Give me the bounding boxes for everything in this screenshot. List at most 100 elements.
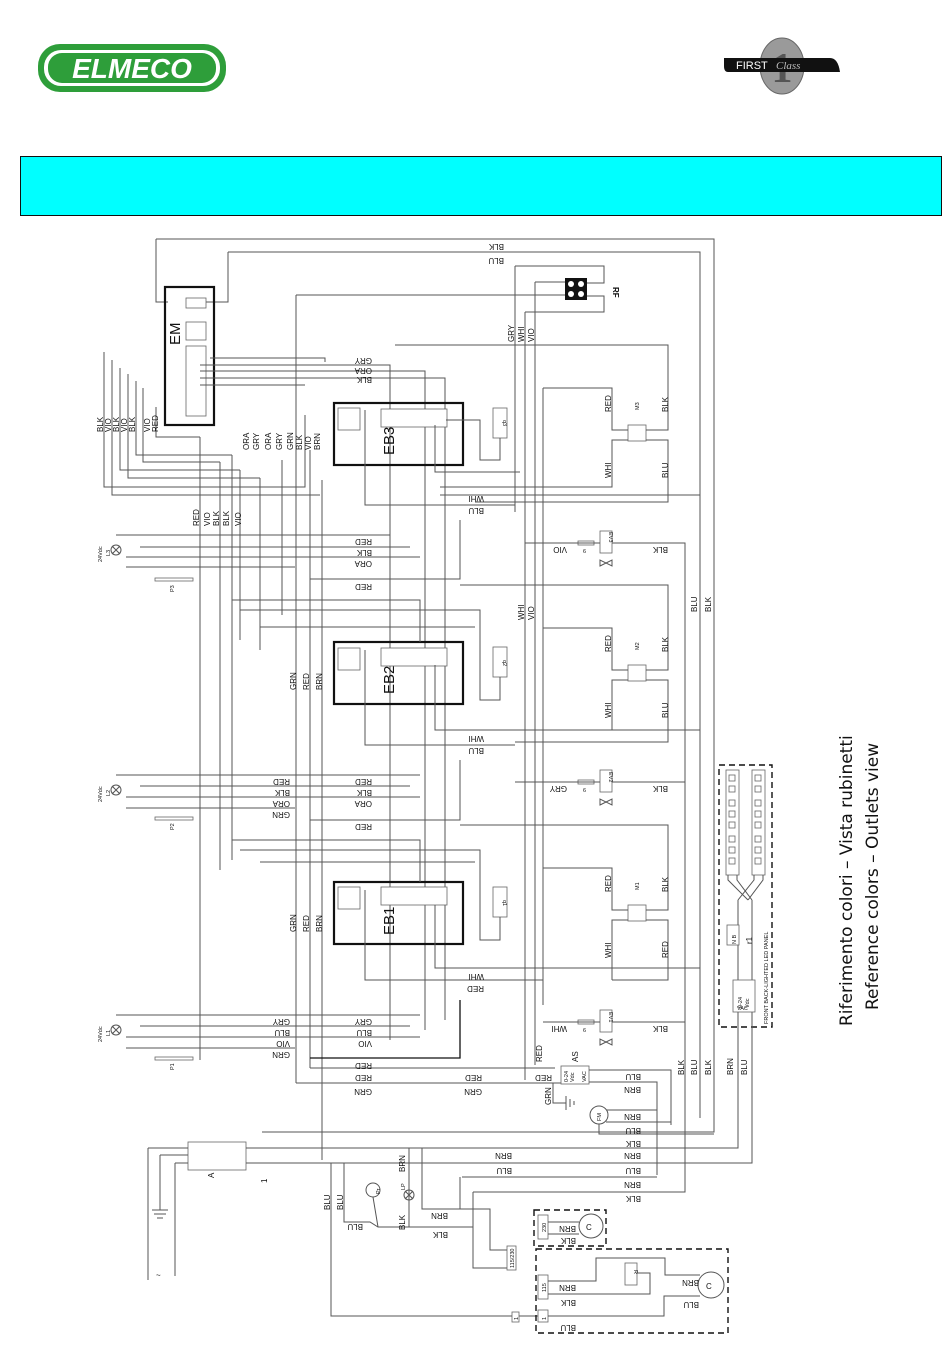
svg-text:BLU: BLU [336,1194,345,1210]
svg-text:Vdc: Vdc [570,1072,576,1082]
r-relay: R [624,1262,638,1286]
svg-text:Riferimento colori – Vista rub: Riferimento colori – Vista rubinetti [837,735,857,1026]
svg-text:P2: P2 [170,823,176,830]
elmeco-logo: ELMECO [38,44,226,92]
svg-text:BLK: BLK [661,876,670,892]
svg-text:24Vdc: 24Vdc [98,546,104,562]
svg-text:BLU: BLU [323,1194,332,1210]
svg-text:ORA: ORA [354,559,372,568]
svg-text:RED: RED [302,915,311,932]
led-panel-box [718,764,773,1028]
svg-text:BRN: BRN [313,433,322,450]
svg-text:BLU: BLU [661,462,670,478]
svg-text:WHI: WHI [468,494,484,503]
eb2-board: EB2 [332,640,465,706]
svg-text:BLK: BLK [652,1024,668,1033]
svg-text:VIO: VIO [120,418,129,432]
led-square [754,810,762,818]
led-square [728,799,736,807]
q3-sensor: q3 [492,407,508,439]
svg-text:BLK: BLK [356,788,372,797]
svg-text:ORA: ORA [354,366,372,375]
svg-text:RED: RED [604,635,613,652]
svg-text:BLK: BLK [212,510,221,526]
svg-text:BLU: BLU [496,1166,512,1175]
svg-text:M2: M2 [635,642,641,650]
svg-text:BLU: BLU [661,702,670,718]
svg-text:BRN: BRN [624,1112,641,1121]
svg-text:BLU: BLU [468,746,484,755]
svg-text:RED: RED [192,509,201,526]
svg-text:BRN: BRN [559,1283,576,1292]
svg-text:EB1: EB1 [381,907,398,935]
svg-text:VAC: VAC [737,1006,748,1012]
svg-text:BLK: BLK [295,434,304,450]
svg-text:BLU: BLU [356,1028,372,1037]
svg-text:RED: RED [355,1073,372,1082]
svg-text:FM: FM [597,1113,603,1121]
filter-a: A [187,1141,247,1178]
svg-text:VIO: VIO [234,512,243,526]
svg-text:RED: RED [355,777,372,786]
svg-text:EB3: EB3 [381,427,398,455]
svg-text:0-24: 0-24 [738,997,744,1008]
led-square [728,810,736,818]
ev1-valve: EV1 6 [577,1009,613,1046]
svg-text:BRN: BRN [495,1151,512,1160]
q2-sensor: q2 [492,646,508,678]
svg-text:GRY: GRY [354,356,372,365]
svg-text:BRN: BRN [624,1085,641,1094]
svg-text:ORA: ORA [272,799,290,808]
svg-text:GRN: GRN [286,432,295,450]
led-square [754,835,762,843]
svg-text:M3: M3 [635,402,641,410]
lp-pilot-lamp: LP BLK BRN [398,1155,415,1230]
l2-lamp-group: 24Vdc L2 P2 [98,784,194,830]
svg-text:AS: AS [571,1051,580,1062]
svg-text:WHI: WHI [468,734,484,743]
svg-text:WHI: WHI [604,462,613,478]
svg-text:Vdc: Vdc [745,998,751,1008]
svg-text:RED: RED [273,777,290,786]
svg-text:WHI: WHI [517,326,526,342]
svg-text:1: 1 [260,1178,269,1183]
svg-text:VIO: VIO [527,328,536,342]
svg-text:RED: RED [604,395,613,412]
svg-text:BLK: BLK [704,596,713,612]
svg-text:BRN: BRN [624,1180,641,1189]
svg-text:EM: EM [167,323,184,346]
first-class-logo: 1 FIRST Class [724,37,840,95]
svg-text:RED: RED [355,1061,372,1070]
svg-text:BLK: BLK [560,1298,576,1307]
fm-fan-motor: FM [589,1105,609,1125]
svg-text:RED: RED [355,822,372,831]
wire-label: BLK [488,242,504,251]
svg-text:115: 115 [542,1283,548,1292]
svg-text:C: C [586,1223,592,1232]
eb3-board: EB3 [332,401,465,467]
svg-text:ORA: ORA [264,432,273,450]
l3-lamp-group: 24Vdc L3 P3 [98,544,194,592]
svg-text:VIO: VIO [203,512,212,526]
svg-text:BLK: BLK [625,1139,641,1148]
svg-text:BLK: BLK [677,1059,686,1075]
led-square [728,857,736,865]
led-square [754,774,762,782]
title-banner [20,156,942,216]
compressor-230-box [533,1209,607,1247]
svg-text:BLU: BLU [625,1126,641,1135]
led-square [728,821,736,829]
led-square [728,846,736,854]
svg-text:BLK: BLK [661,396,670,412]
q1-sensor: q1 [492,886,508,918]
svg-text:RED: RED [467,984,484,993]
ev3-valve: EV3 6 [577,530,613,567]
svg-text:230: 230 [542,1223,548,1232]
svg-text:VIO: VIO [143,418,152,432]
svg-text:GRN: GRN [289,672,298,690]
led-square [754,846,762,854]
svg-text:BRN: BRN [315,915,324,932]
svg-text:FRONT BACK-LIGHTED LED PANEL: FRONT BACK-LIGHTED LED PANEL [764,932,770,1024]
svg-text:6: 6 [583,788,586,794]
